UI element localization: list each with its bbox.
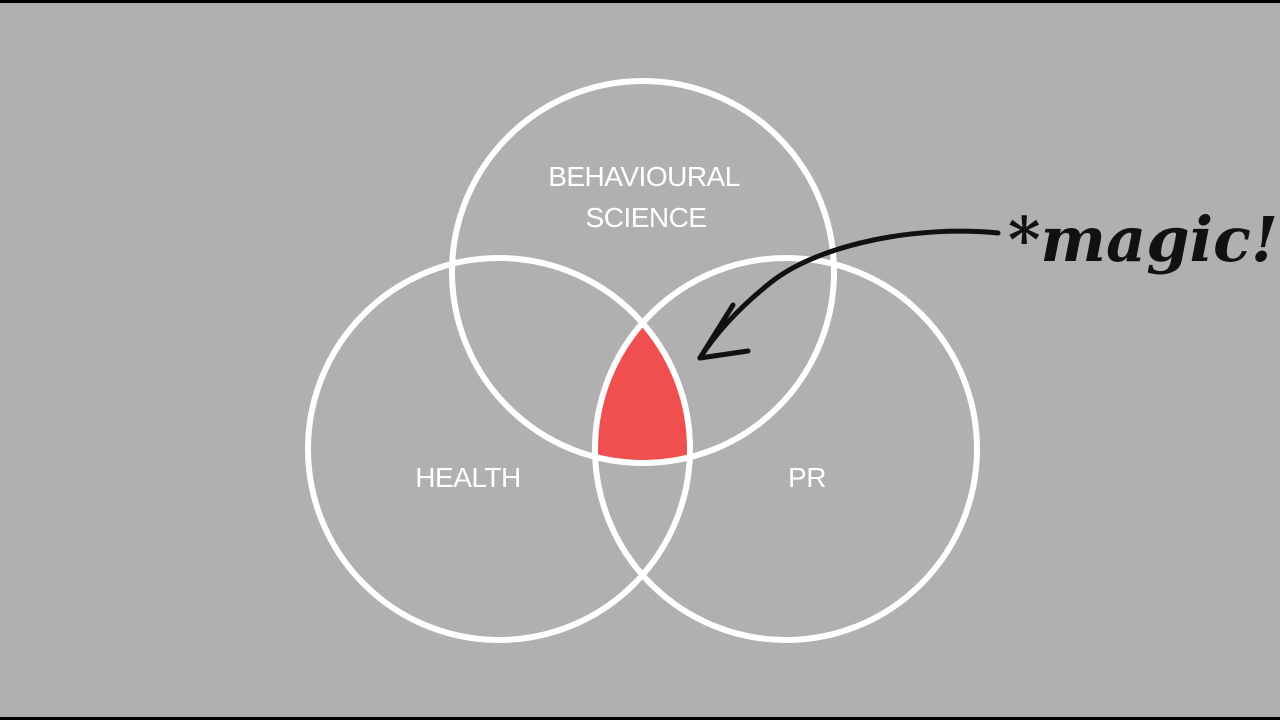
circle-pr: [592, 255, 980, 643]
label-behavioural-science-line2: SCIENCE: [586, 202, 707, 233]
venn-diagram: BEHAVIOURAL SCIENCE HEALTH PR *magic!: [305, 78, 1278, 643]
arrow-icon: [697, 228, 1001, 361]
circle-health: [305, 255, 693, 643]
label-pr: PR: [788, 462, 826, 493]
slide-canvas: BEHAVIOURAL SCIENCE HEALTH PR *magic!: [0, 3, 1280, 717]
circle-behavioural-science: [449, 78, 837, 466]
annotation-magic: *magic!: [1008, 203, 1278, 276]
label-behavioural-science-line1: BEHAVIOURAL: [548, 161, 740, 192]
label-health: HEALTH: [415, 462, 520, 493]
